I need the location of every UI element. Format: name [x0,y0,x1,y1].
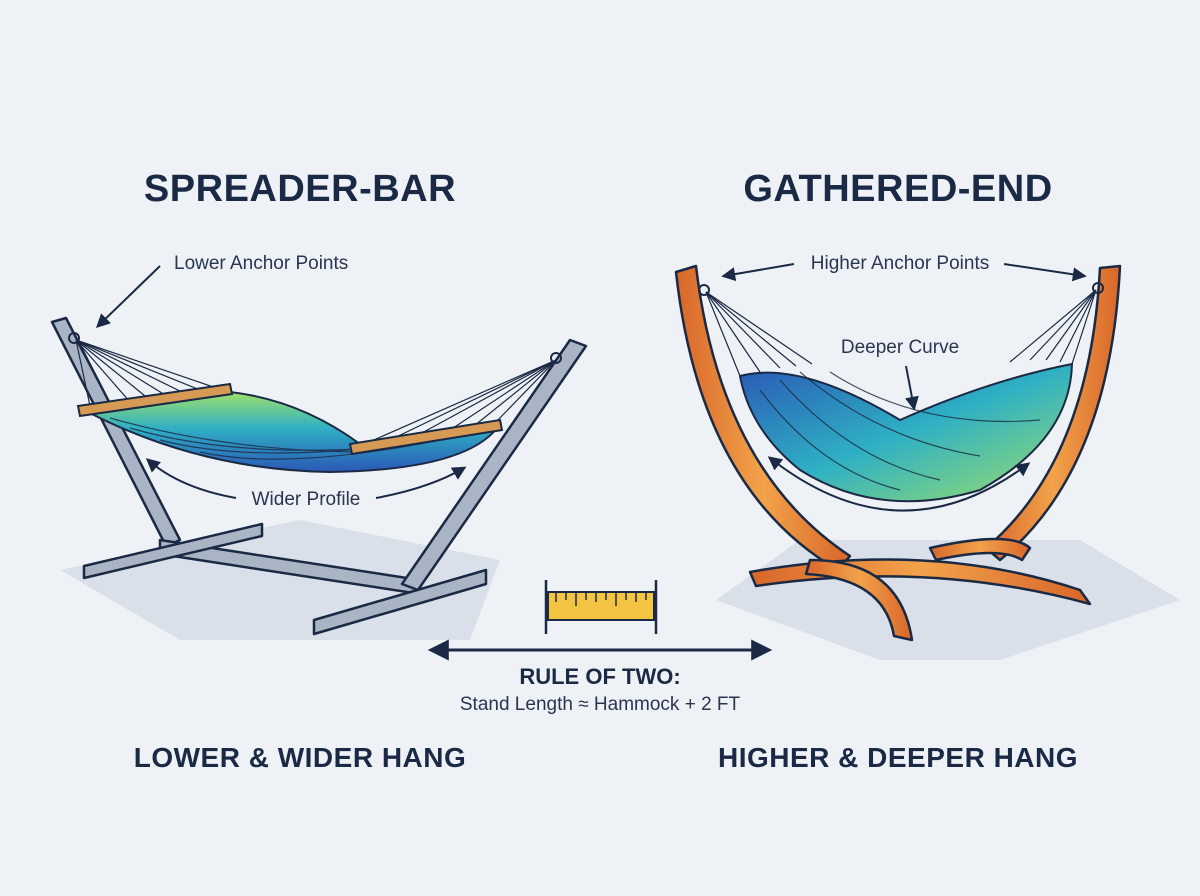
spreader-bar-heading: SPREADER-BAR [143,168,457,210]
right-spreader-bar [348,418,504,456]
lower-anchor-points-label: Lower Anchor Points [174,253,349,274]
measuring-tape-icon [544,580,658,634]
higher-deeper-hang-caption: HIGHER & DEEPER HANG [717,742,1079,773]
deeper-curve-arrow [905,365,919,411]
rule-of-two-formula: Stand Length ≈ Hammock + 2 FT [459,694,741,715]
wider-profile-label: Wider Profile [251,489,361,510]
left-hammock-fabric [84,390,503,474]
left-spreader-bar [76,382,234,418]
wider-profile-left-arrow [145,458,237,499]
higher-anchor-points-label: Higher Anchor Points [810,253,990,274]
right-ropes [705,289,1097,377]
left-ropes [75,339,557,447]
lower-anchor-arrow [95,265,161,328]
wider-profile-right-arrow [375,466,467,499]
lower-wider-hang-caption: LOWER & WIDER HANG [133,742,467,773]
higher-anchor-right-arrow [1003,263,1087,282]
deeper-curve-label: Deeper Curve [840,337,960,358]
rule-of-two-title: RULE OF TWO: [519,664,681,689]
gathered-end-illustration [674,263,1180,660]
deeper-curve-arc-arrow [767,456,1031,512]
spreader-bar-illustration [50,265,588,640]
higher-anchor-left-arrow [721,263,795,282]
wooden-arc-stand [674,264,1122,642]
right-hammock-fabric [738,362,1074,503]
gathered-end-heading: GATHERED-END [743,168,1053,210]
